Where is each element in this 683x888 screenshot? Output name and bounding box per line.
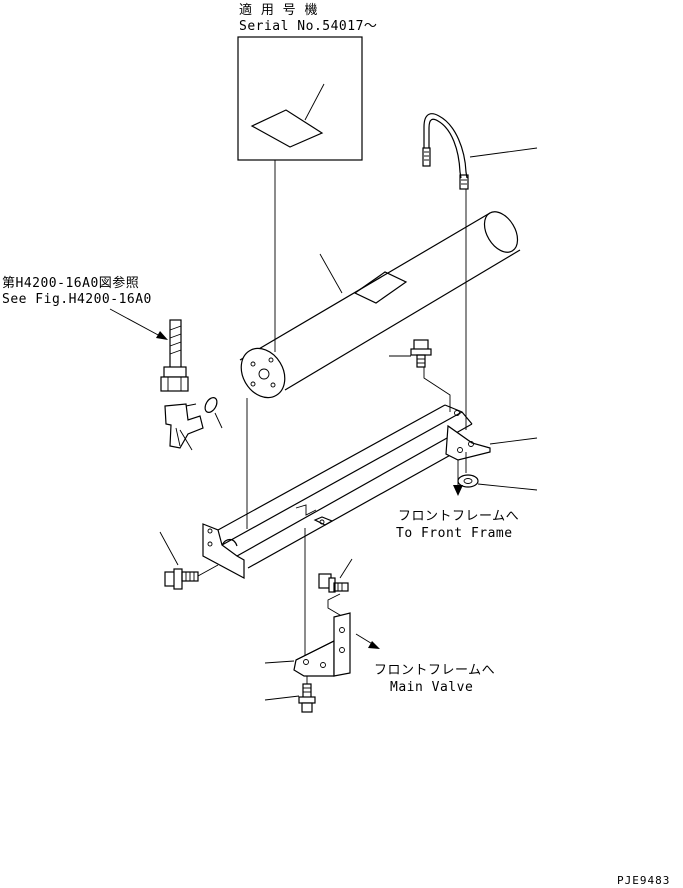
serial-note-en: Serial No.54017～: [239, 19, 377, 34]
o-ring: [204, 397, 218, 413]
ref-note-jp: 第H4200-16A0図参照: [2, 275, 139, 291]
leader-elbow: [179, 429, 193, 451]
ref-arrow-head: [156, 331, 168, 340]
serial-note-jp: 適 用 号 機: [239, 2, 318, 18]
tank-label-plate: [353, 271, 408, 304]
label-plate-detail: [250, 109, 324, 148]
drawing-code: PJE9483: [617, 874, 670, 887]
support-channel: [202, 404, 491, 580]
reference-mark: [295, 504, 317, 516]
leader-o-ring: [214, 412, 223, 429]
bolt-left-axis: [197, 564, 219, 577]
leader-bracket: [264, 660, 295, 664]
bolt-top: [410, 339, 432, 368]
leader-tank: [319, 253, 343, 294]
ref-arrow-line: [109, 308, 161, 337]
leader-bolt-middle: [339, 558, 353, 579]
leader-channel: [489, 437, 538, 445]
to-main-valve-en: Main Valve: [390, 680, 473, 695]
bolt-middle-axis: [327, 593, 346, 619]
bolt-bottom: [298, 683, 316, 713]
leader-hose: [469, 147, 538, 158]
leader-bolt-bottom: [264, 695, 300, 701]
arrow-head-front: [453, 485, 463, 496]
ref-note-en: See Fig.H4200-16A0: [2, 292, 152, 307]
tank-cylinder: [239, 211, 521, 399]
elbow-fitting: [164, 403, 204, 449]
leader-bolt-left: [159, 531, 179, 566]
bolt-top-axis: [423, 367, 451, 412]
leader-washer: [477, 483, 538, 491]
breather-hose: [422, 113, 469, 190]
l-bracket: [293, 612, 351, 677]
serial-detail-box: [237, 36, 363, 161]
to-main-valve-jp: フロントフレームへ: [374, 663, 495, 678]
bolt-middle: [318, 573, 349, 593]
bolt-left: [164, 568, 199, 590]
to-front-frame-jp: フロントフレームへ: [398, 509, 519, 524]
hose-fitting: [160, 319, 189, 392]
to-front-frame-en: To Front Frame: [396, 526, 513, 541]
arrow-head-valve: [368, 641, 380, 649]
leader-label-plate: [304, 83, 325, 121]
